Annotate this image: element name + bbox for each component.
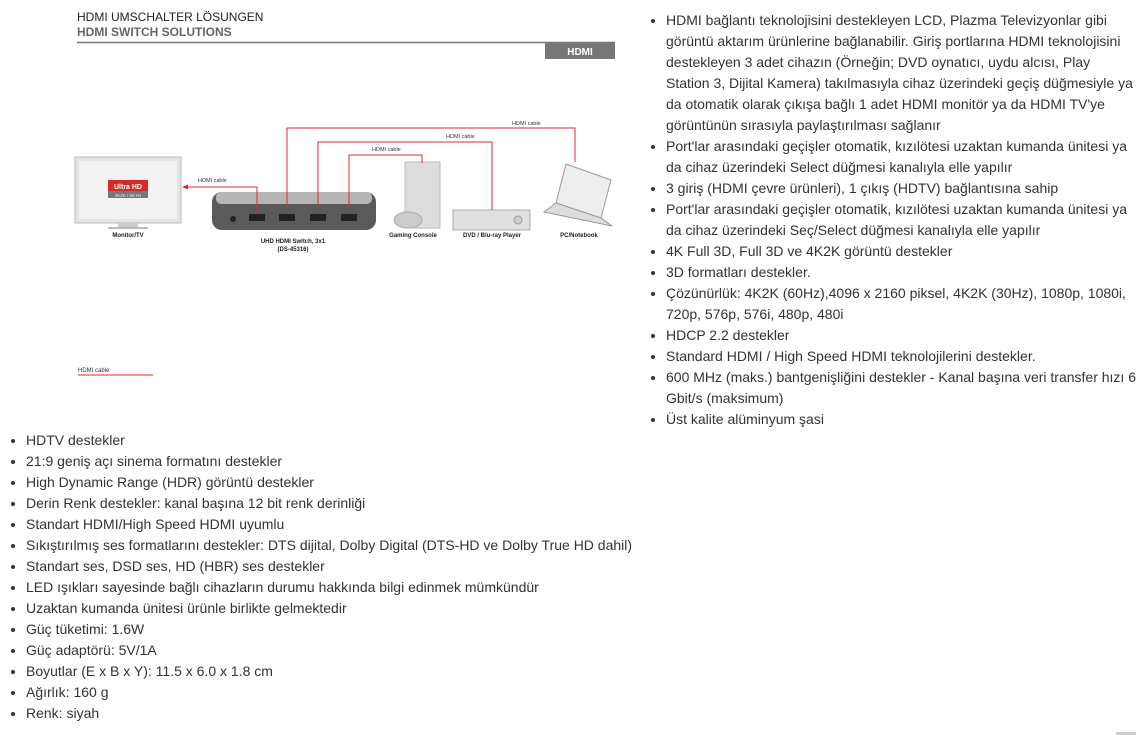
feature-list-left: HDTV destekler 21:9 geniş açı sinema for… [0,430,666,724]
header-de: HDMI UMSCHALTER LÖSUNGEN [77,10,263,24]
cable-label-pc: HDMI cable [512,121,541,127]
list-item: Uzaktan kumanda ünitesi ürünle birlikte … [26,598,666,619]
hdmi-switch-diagram: HDMI UMSCHALTER LÖSUNGEN HDMI SWITCH SOL… [74,10,615,376]
hdmi-switch-icon [212,192,376,230]
tag-label: HDMI [567,47,593,58]
list-item: HDTV destekler [26,430,666,451]
gaming-console-icon [393,161,441,229]
label-switch: UHD HDMI Switch, 3x1 [261,239,326,245]
list-item: Boyutlar (E x B x Y): 11.5 x 6.0 x 1.8 c… [26,661,666,682]
dvd-player-icon [452,209,531,231]
header-en: HDMI SWITCH SOLUTIONS [77,25,232,39]
hdmi-cables [182,127,576,213]
list-item: 21:9 geniş açı sinema formatını destekle… [26,451,666,472]
list-item: Güç adaptörü: 5V/1A [26,640,666,661]
list-item: Standart HDMI/High Speed HDMI uyumlu [26,514,666,535]
list-item: HDCP 2.2 destekler [666,325,1136,346]
cable-label-dvd: HDMI cable [446,134,475,140]
list-item: Renk: siyah [26,703,666,724]
tag-box [545,43,615,59]
ultra-hd-badge: Ultra HD [114,184,142,191]
list-item: 3 giriş (HDMI çevre ürünleri), 1 çıkış (… [666,178,1136,199]
feature-list-right: HDMI bağlantı teknolojisini destekleyen … [640,10,1136,430]
list-item: Port'lar arasındaki geçişler otomatik, k… [666,136,1136,178]
list-item: Standard HDMI / High Speed HDMI teknoloj… [666,346,1136,367]
list-item: Sıkıştırılmış ses formatlarını destekler… [26,535,666,556]
list-item: High Dynamic Range (HDR) görüntü destekl… [26,472,666,493]
list-item: LED ışıkları sayesinde bağlı cihazların … [26,577,666,598]
label-monitor: Monitor/TV [112,233,143,239]
label-switch-model: (DS-45316) [277,247,308,253]
legend-label: HDMI cable [78,368,110,374]
list-item: 3D formatları destekler. [666,262,1136,283]
label-console: Gaming Console [389,233,437,239]
scrollbar-corner[interactable] [1116,732,1136,735]
list-item: HDMI bağlantı teknolojisini destekleyen … [666,10,1136,136]
label-dvd: DVD / Blu-ray Player [463,233,522,239]
list-item: Üst kalite alüminyum şasi [666,409,1136,430]
list-item: 600 MHz (maks.) bantgenişliğini destekle… [666,367,1136,409]
notebook-icon [542,163,613,227]
list-item: Standart ses, DSD ses, HD (HBR) ses dest… [26,556,666,577]
list-item: Çözünürlük: 4K2K (60Hz),4096 x 2160 piks… [666,283,1136,325]
list-item: Port'lar arasındaki geçişler otomatik, k… [666,199,1136,241]
cable-label-output: HDMI cable [198,178,227,184]
cable-label-console: HDMI cable [372,147,401,153]
label-pc: PC/Notebook [560,233,598,239]
list-item: 4K Full 3D, Full 3D ve 4K2K görüntü dest… [666,241,1136,262]
list-item: Derin Renk destekler: kanal başına 12 bi… [26,493,666,514]
list-item: Ağırlık: 160 g [26,682,666,703]
ultra-hd-sub: 4K2K / 60 Hz [115,193,142,198]
monitor-icon [74,156,182,229]
list-item: Güç tüketimi: 1.6W [26,619,666,640]
